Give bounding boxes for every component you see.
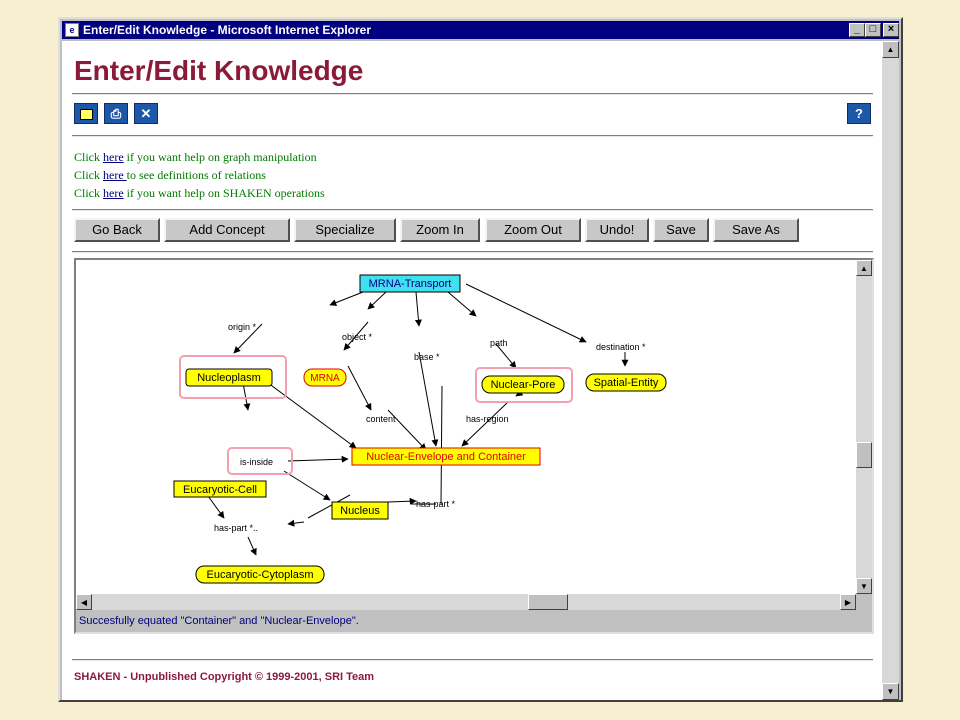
divider xyxy=(72,93,873,95)
concept-graph: origin * object * base * path destinatio… xyxy=(173,274,667,584)
edge-label: has-part * xyxy=(416,499,456,509)
edge-label: path xyxy=(490,338,508,348)
selection-highlight xyxy=(475,367,573,403)
node-nucleoplasm[interactable]: Nucleoplasm xyxy=(185,368,273,387)
go-back-button[interactable]: Go Back xyxy=(74,218,160,242)
svg-text:Eucaryotic-Cell: Eucaryotic-Cell xyxy=(183,484,257,496)
svg-text:Nucleoplasm: Nucleoplasm xyxy=(197,372,261,384)
node-spatial-entity[interactable]: Spatial-Entity xyxy=(585,373,667,392)
zoom-in-button[interactable]: Zoom In xyxy=(400,218,480,242)
edge-label: has-part *.. xyxy=(214,523,258,533)
page-content: Enter/Edit Knowledge ⎙ ✕ ? Click here if… xyxy=(62,41,882,700)
scroll-up-icon[interactable]: ▲ xyxy=(856,260,872,276)
edge-base-line xyxy=(440,385,443,505)
browser-window: e Enter/Edit Knowledge - Microsoft Inter… xyxy=(58,17,903,702)
graph-horizontal-scrollbar[interactable]: ◀ ▶ xyxy=(76,594,856,610)
node-nuclear-pore[interactable]: Nuclear-Pore xyxy=(481,375,565,394)
node-mrna-transport[interactable]: MRNA-Transport xyxy=(359,274,461,293)
node-eucaryotic-cell[interactable]: Eucaryotic-Cell xyxy=(173,480,267,498)
help-link-graph[interactable]: here xyxy=(103,150,124,164)
edge-haspart2-line xyxy=(307,494,351,519)
page-vertical-scrollbar[interactable]: ▲ ▼ xyxy=(882,41,899,700)
svg-text:Nuclear-Pore: Nuclear-Pore xyxy=(491,379,556,391)
print-icon[interactable]: ⎙ xyxy=(104,103,128,124)
node-nuclear-envelope[interactable]: Nuclear-Envelope and Container xyxy=(351,447,541,466)
edge-label: is-inside xyxy=(240,457,273,467)
svg-text:Nucleus: Nucleus xyxy=(340,505,380,517)
scroll-thumb[interactable] xyxy=(856,442,872,468)
edge xyxy=(233,323,263,354)
edge-label: has-region xyxy=(466,414,509,424)
help-link-shaken[interactable]: here xyxy=(103,186,124,200)
maximize-button[interactable]: □ xyxy=(865,23,881,37)
ie-icon: e xyxy=(65,23,79,37)
scroll-corner xyxy=(856,594,872,610)
help-line-shaken: Click here if you want help on SHAKEN op… xyxy=(74,186,325,200)
close-x-icon[interactable]: ✕ xyxy=(134,103,158,124)
node-mrna[interactable]: MRNA xyxy=(303,368,347,387)
edge xyxy=(329,291,364,306)
graph-canvas[interactable]: origin * object * base * path destinatio… xyxy=(76,260,856,594)
status-message: Succesfully equated "Container" and "Nuc… xyxy=(76,610,872,632)
undo-button[interactable]: Undo! xyxy=(585,218,649,242)
svg-text:MRNA-Transport: MRNA-Transport xyxy=(369,278,452,290)
save-as-button[interactable]: Save As xyxy=(713,218,799,242)
selection-highlight xyxy=(179,355,287,399)
graph-edges xyxy=(207,283,629,556)
svg-text:Nuclear-Envelope and Container: Nuclear-Envelope and Container xyxy=(366,451,526,463)
graph-vertical-scrollbar[interactable]: ▲ ▼ xyxy=(856,260,872,594)
scroll-down-icon[interactable]: ▼ xyxy=(856,578,872,594)
save-button[interactable]: Save xyxy=(653,218,709,242)
help-line-graph: Click here if you want help on graph man… xyxy=(74,150,317,164)
divider xyxy=(72,135,873,137)
help-link-relations[interactable]: here xyxy=(103,168,127,182)
divider xyxy=(72,659,873,661)
divider xyxy=(72,209,873,211)
node-eucaryotic-cytoplasm[interactable]: Eucaryotic-Cytoplasm xyxy=(195,565,325,584)
new-icon[interactable] xyxy=(74,103,98,124)
copyright-footer: SHAKEN - Unpublished Copyright © 1999-20… xyxy=(74,671,375,683)
svg-text:MRNA: MRNA xyxy=(310,373,340,384)
graph-panel: origin * object * base * path destinatio… xyxy=(74,258,874,634)
zoom-out-button[interactable]: Zoom Out xyxy=(485,218,581,242)
node-nucleus[interactable]: Nucleus xyxy=(331,501,389,520)
close-button[interactable]: × xyxy=(883,23,899,37)
scroll-thumb[interactable] xyxy=(528,594,568,610)
svg-text:Spatial-Entity: Spatial-Entity xyxy=(594,377,659,389)
edge-label: object * xyxy=(342,332,373,342)
page-title: Enter/Edit Knowledge xyxy=(74,55,364,86)
title-bar: e Enter/Edit Knowledge - Microsoft Inter… xyxy=(62,21,899,39)
help-line-relations: Click here to see definitions of relatio… xyxy=(74,168,266,182)
help-icon[interactable]: ? xyxy=(847,103,871,124)
edge-label: destination * xyxy=(596,342,646,352)
edge-label: content xyxy=(366,414,396,424)
add-concept-button[interactable]: Add Concept xyxy=(164,218,290,242)
svg-text:Eucaryotic-Cytoplasm: Eucaryotic-Cytoplasm xyxy=(207,569,314,581)
minimize-button[interactable]: _ xyxy=(849,23,865,37)
scroll-right-icon[interactable]: ▶ xyxy=(840,594,856,610)
scroll-down-icon[interactable]: ▼ xyxy=(882,683,899,700)
specialize-button[interactable]: Specialize xyxy=(294,218,396,242)
window-title: Enter/Edit Knowledge - Microsoft Interne… xyxy=(83,23,372,37)
divider xyxy=(72,251,873,253)
scroll-left-icon[interactable]: ◀ xyxy=(76,594,92,610)
edge-label: origin * xyxy=(228,322,257,332)
selection-highlight xyxy=(227,447,293,475)
scroll-up-icon[interactable]: ▲ xyxy=(882,41,899,58)
edge-label: base * xyxy=(414,352,440,362)
